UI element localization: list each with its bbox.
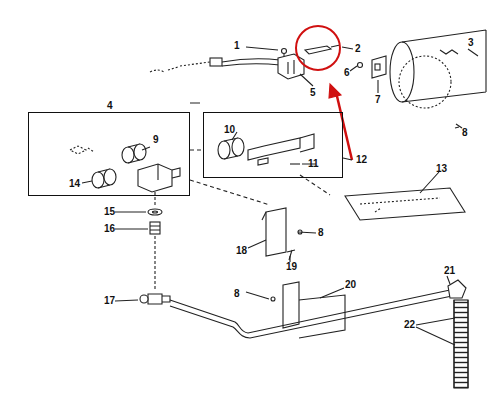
callout-number: 10 — [224, 125, 235, 135]
callout-number: 11 — [308, 159, 319, 169]
part-group-box: 101112 — [203, 112, 343, 178]
callout-number: 7 — [375, 95, 381, 105]
callout-number: 18 — [236, 246, 247, 256]
callout-number: 6 — [344, 68, 350, 78]
callout-number: 22 — [404, 320, 415, 330]
callout-number: 5 — [310, 88, 316, 98]
callout-number: 8 — [462, 128, 468, 138]
callout-number: 14 — [69, 179, 80, 189]
callout-number: 13 — [436, 164, 447, 174]
callout-number: 4 — [107, 101, 113, 111]
callout-number: 1 — [234, 41, 240, 51]
callout-number: 16 — [104, 224, 115, 234]
part-group-box: 4914 — [28, 112, 190, 196]
callout-number: 20 — [345, 280, 356, 290]
callout-number: 17 — [104, 296, 115, 306]
callout-number: 2 — [355, 44, 361, 54]
callout-number: 8 — [318, 228, 324, 238]
callout-number: 19 — [286, 262, 297, 272]
callout-number: 3 — [468, 38, 474, 48]
callout-number: 8 — [234, 289, 240, 299]
callout-number: 12 — [356, 155, 367, 165]
callout-number: 15 — [104, 207, 115, 217]
callout-number: 9 — [153, 135, 159, 145]
callout-number: 21 — [444, 266, 455, 276]
